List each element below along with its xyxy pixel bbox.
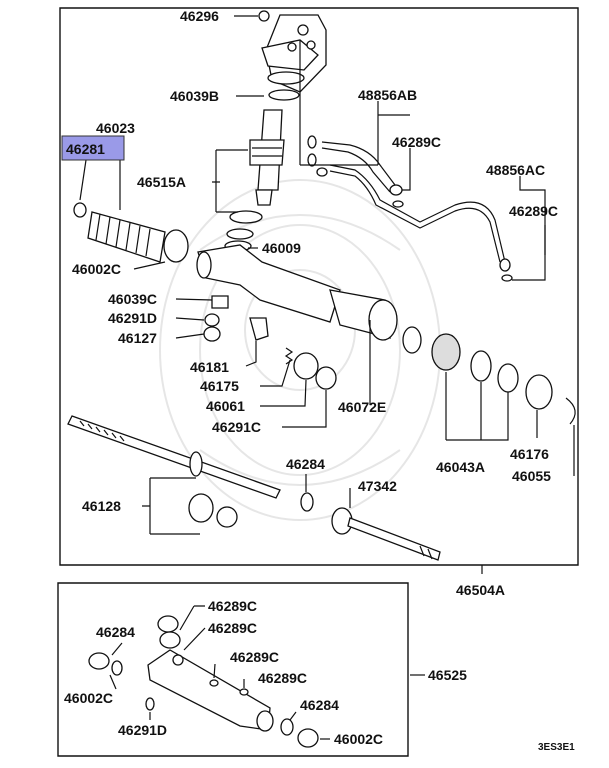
part-label-46072e[interactable]: 46072E [338, 399, 386, 415]
part-label-46175[interactable]: 46175 [200, 378, 239, 394]
part-labels: 46296 46039B 46023 46281 46515A 48856AB … [64, 8, 575, 753]
pinion-valve-shaft [249, 109, 285, 206]
pinion-seals [224, 210, 263, 252]
part-label-46002c-1[interactable]: 46002C [72, 261, 121, 277]
leader-lines [79, 15, 575, 740]
part-label-46289c-5[interactable]: 46289C [230, 649, 279, 665]
part-label-48856ac[interactable]: 48856AC [486, 162, 545, 178]
part-label-46284-1[interactable]: 46284 [286, 456, 325, 472]
part-label-46289c-2[interactable]: 46289C [509, 203, 558, 219]
yoke-assembly [284, 347, 337, 390]
part-label-46289c-6[interactable]: 46289C [258, 670, 307, 686]
part-label-46181[interactable]: 46181 [190, 359, 229, 375]
rack-boot [73, 202, 189, 263]
part-label-46291d-2[interactable]: 46291D [118, 722, 167, 738]
part-label-46291d-1[interactable]: 46291D [108, 310, 157, 326]
part-label-46039b[interactable]: 46039B [170, 88, 219, 104]
steering-rack [67, 415, 281, 528]
part-label-46127[interactable]: 46127 [118, 330, 157, 346]
part-label-46296[interactable]: 46296 [180, 8, 219, 24]
part-label-46289c-3[interactable]: 46289C [208, 598, 257, 614]
valve-seal-rings [267, 71, 305, 101]
part-label-46128[interactable]: 46128 [82, 498, 121, 514]
part-label-48856ab[interactable]: 48856AB [358, 87, 417, 103]
part-label-46291c[interactable]: 46291C [212, 419, 261, 435]
part-label-46023[interactable]: 46023 [96, 120, 135, 136]
part-label-46176[interactable]: 46176 [510, 446, 549, 462]
cylinder-end-parts [402, 326, 576, 425]
part-label-46002c-2[interactable]: 46002C [64, 690, 113, 706]
tie-rod [300, 492, 441, 561]
part-label-46002c-3[interactable]: 46002C [334, 731, 383, 747]
part-label-46055[interactable]: 46055 [512, 468, 551, 484]
diagram-code: 3ES3E1 [538, 742, 575, 753]
part-label-46284-2[interactable]: 46284 [96, 624, 135, 640]
pressure-pipes [307, 135, 513, 282]
part-label-46504a[interactable]: 46504A [456, 582, 505, 598]
part-label-46515a[interactable]: 46515A [137, 174, 186, 190]
part-label-46289c-1[interactable]: 46289C [392, 134, 441, 150]
main-assembly-frame [59, 7, 579, 566]
part-label-46281[interactable]: 46281 [66, 141, 105, 157]
part-label-46009[interactable]: 46009 [262, 240, 301, 256]
part-label-46039c[interactable]: 46039C [108, 291, 157, 307]
sub-kit-frame [57, 582, 409, 757]
part-label-46043a[interactable]: 46043A [436, 459, 485, 475]
part-label-47342[interactable]: 47342 [358, 478, 397, 494]
small-parts-left [203, 295, 269, 342]
part-label-46284-3[interactable]: 46284 [300, 697, 339, 713]
subkit-parts [88, 615, 319, 748]
part-label-46289c-4[interactable]: 46289C [208, 620, 257, 636]
part-highlight-box [61, 135, 125, 161]
part-label-46061[interactable]: 46061 [206, 398, 245, 414]
gear-housing [196, 244, 398, 341]
part-label-46525[interactable]: 46525 [428, 667, 467, 683]
